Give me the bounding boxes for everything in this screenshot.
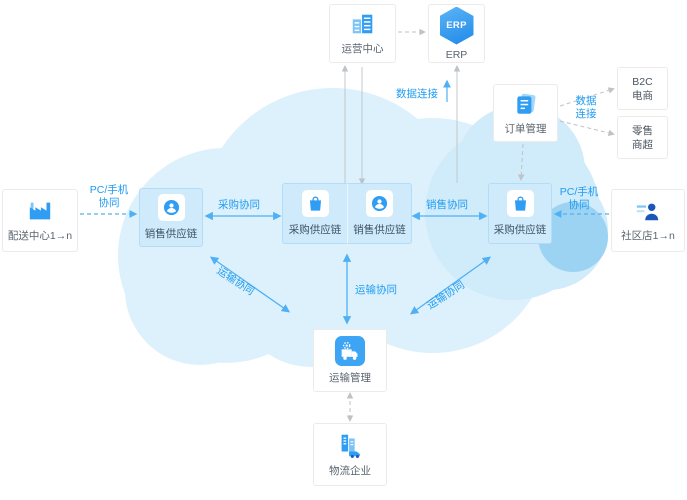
edge-label-purchase-collab: 采购协同	[218, 199, 260, 211]
node-logistics-enterprise: 物流企业	[313, 423, 387, 486]
node-label: 物流企业	[329, 465, 371, 477]
node-label: 配送中心1→n	[7, 230, 73, 242]
erp-badge-text: ERP	[446, 20, 467, 31]
arrow-order-to-retail	[559, 120, 615, 137]
edge-label-data-connect-right: 数据 连接	[575, 95, 597, 120]
node-label: 运输管理	[329, 372, 371, 384]
retail-line1: 零售	[632, 124, 653, 137]
retail-line2: 商超	[632, 138, 653, 151]
building-icon	[350, 11, 376, 37]
core-chain-pair: 采购供应链 销售供应链	[282, 183, 412, 244]
edge-label-transport-collab-center: 运输协同	[355, 284, 397, 296]
node-label: 采购供应链	[493, 224, 547, 236]
b2c-line2: 电商	[632, 89, 653, 102]
person-icon	[366, 190, 393, 217]
customer-person-icon	[634, 198, 662, 224]
node-sales-chain-left: 销售供应链	[139, 188, 203, 247]
arrow-transport-collab-right	[409, 256, 492, 315]
person-icon	[157, 194, 185, 221]
edge-label-pc-mobile-left: PC/手机 协同	[89, 184, 129, 209]
edge-label-data-connect: 数据连接	[396, 88, 438, 100]
node-b2c: B2C 电商	[617, 67, 668, 110]
arrow-transport-collab-left	[209, 256, 291, 313]
edge-label-pc-mobile-right: PC/手机 协同	[559, 186, 599, 211]
node-label: 采购供应链	[288, 224, 342, 236]
shopping-bag-icon	[506, 190, 534, 217]
node-operations-center: 运营中心	[329, 4, 396, 63]
factory-icon	[26, 198, 54, 224]
node-purchase-chain-right: 采购供应链	[488, 183, 552, 244]
node-order-management: 订单管理	[493, 84, 558, 142]
node-label: 销售供应链	[144, 228, 198, 240]
edge-label-sales-collab: 销售协同	[426, 199, 468, 211]
logistics-building-truck-icon	[336, 431, 364, 459]
order-list-icon	[513, 91, 539, 117]
node-erp: ERP ERP	[428, 4, 485, 63]
erp-hexagon-icon: ERP	[439, 6, 474, 45]
node-community-store: 社区店1→n	[611, 189, 685, 252]
node-sales-chain-center: 销售供应链	[347, 183, 412, 244]
b2c-line1: B2C	[632, 75, 653, 88]
truck-gear-icon	[335, 336, 365, 366]
node-label: ERP	[445, 48, 468, 61]
arrow-order-to-b2c	[559, 87, 615, 107]
arrow-order-to-purchase-chain	[518, 143, 525, 181]
shopping-bag-icon	[301, 190, 329, 217]
node-distribution-center: 配送中心1→n	[2, 189, 78, 252]
node-label: 社区店1→n	[621, 230, 675, 242]
node-label: 订单管理	[504, 122, 547, 135]
node-label: 运营中心	[341, 43, 384, 55]
node-purchase-chain-center: 采购供应链	[282, 183, 347, 244]
node-transport-management: 运输管理	[313, 329, 387, 392]
node-retail: 零售 商超	[617, 116, 668, 159]
node-label: 销售供应链	[353, 224, 406, 236]
